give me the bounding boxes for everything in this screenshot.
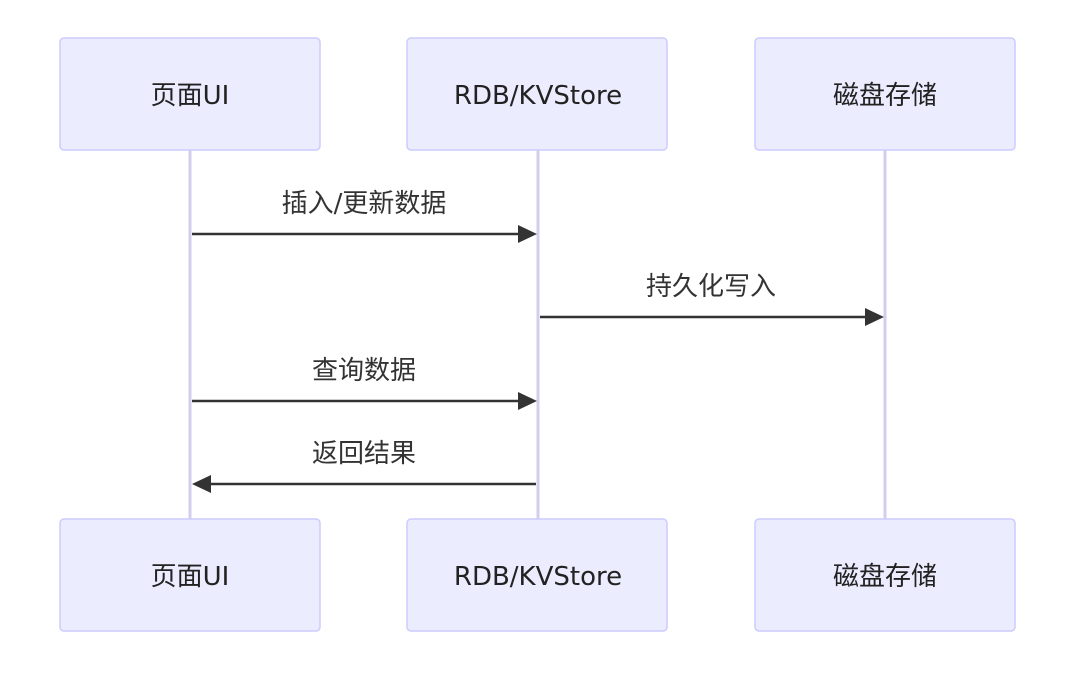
actor-label: 磁盘存储 (833, 81, 937, 111)
message-query: 查询数据 (192, 356, 537, 410)
actor-bottom-ui: 页面UI (59, 518, 321, 632)
message-label: 返回结果 (312, 439, 416, 469)
actor-label: RDB/KVStore (454, 81, 622, 111)
actor-bottom-disk: 磁盘存储 (754, 518, 1016, 632)
message-label: 插入/更新数据 (282, 189, 447, 219)
actor-top-store: RDB/KVStore (406, 37, 668, 151)
actor-label: 磁盘存储 (833, 562, 937, 592)
actor-bottom-store: RDB/KVStore (406, 518, 668, 632)
arrow-head-icon (518, 225, 537, 243)
message-label: 查询数据 (312, 356, 416, 386)
message-label: 持久化写入 (646, 272, 776, 302)
message-return-result: 返回结果 (192, 439, 536, 493)
actor-label: 页面UI (151, 562, 230, 592)
arrow-head-icon (192, 475, 211, 493)
arrow-head-icon (865, 308, 884, 326)
actor-top-disk: 磁盘存储 (754, 37, 1016, 151)
message-insert-update: 插入/更新数据 (192, 189, 537, 243)
actor-label: 页面UI (151, 81, 230, 111)
actor-top-ui: 页面UI (59, 37, 321, 151)
arrow-head-icon (518, 392, 537, 410)
actor-label: RDB/KVStore (454, 562, 622, 592)
message-persist-write: 持久化写入 (540, 272, 884, 326)
